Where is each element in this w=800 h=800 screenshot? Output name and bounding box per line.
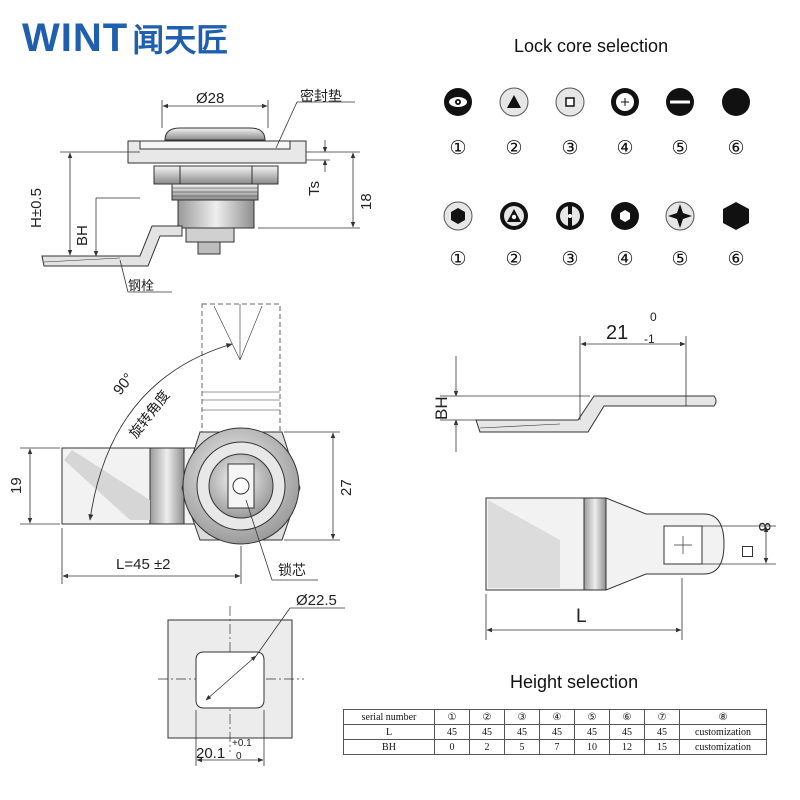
lock-core-hex-socket-icon: [611, 202, 639, 230]
table-cell: 12: [609, 739, 645, 755]
table-header-row: serial number ① ② ③ ④ ⑤ ⑥ ⑦ ⑧: [343, 709, 767, 725]
table-cell: 2: [469, 739, 505, 755]
table-cell: 45: [644, 724, 680, 740]
table-cell: 45: [504, 724, 540, 740]
lock-core-3-icon: [555, 87, 585, 117]
lock-core-number: ⑤: [671, 137, 689, 159]
lock-core-number: ③: [561, 137, 579, 159]
table-cell: 45: [539, 724, 575, 740]
lock-core-number: ④: [616, 137, 634, 159]
lock-core-5-icon: [666, 88, 694, 116]
lock-core-number: ①: [449, 248, 467, 270]
height-27-label: 27: [338, 479, 355, 496]
table-row-label: BH: [343, 739, 435, 755]
lock-core-number: ④: [616, 248, 634, 270]
table-cell: 45: [574, 724, 610, 740]
table-row: L 45 45 45 45 45 45 45 customization: [343, 724, 767, 740]
brand-chinese-name: 闻天匠: [132, 21, 229, 59]
table-cell: 15: [644, 739, 680, 755]
table-header-cell: ⑧: [679, 709, 767, 725]
table-row-label: L: [343, 724, 435, 740]
table-cell: 10: [574, 739, 610, 755]
lock-core-number: ②: [505, 137, 523, 159]
height-selection-table: serial number ① ② ③ ④ ⑤ ⑥ ⑦ ⑧ L 45 45 45…: [343, 709, 767, 755]
gasket-label: 密封垫: [300, 89, 342, 105]
lock-core-icons: [443, 87, 750, 231]
cutout-tolerance-lower: 0: [236, 751, 242, 762]
square-symbol-icon: [742, 546, 753, 557]
lock-core-number: ⑤: [671, 248, 689, 270]
cam-length-l-label: L: [576, 606, 587, 627]
lock-core-number: ⑥: [727, 248, 745, 270]
length-21-tolerance-lower: -1: [644, 332, 655, 346]
brand-name: WINT: [22, 15, 129, 60]
lock-core-number: ⑥: [727, 137, 745, 159]
table-header-cell: ③: [504, 709, 540, 725]
lock-core-number: ③: [561, 248, 579, 270]
table-header-cell: ④: [539, 709, 575, 725]
square-8-label: 8: [755, 522, 774, 532]
length-21-tolerance-upper: 0: [650, 310, 657, 324]
table-cell: customization: [679, 739, 767, 755]
lock-core-triangle-pin-icon: [500, 202, 528, 230]
length-l-45-label: L=45 ±2: [116, 556, 171, 573]
lock-core-2-icon: [499, 87, 529, 117]
lock-core-hex-icon: [443, 201, 473, 231]
width-19-label: 19: [8, 477, 25, 494]
lock-core-label: 锁芯: [278, 563, 306, 579]
height-selection-title: Height selection: [510, 672, 639, 692]
ts-label: Ts: [306, 181, 323, 196]
table-header-cell: ①: [434, 709, 470, 725]
table-cell: 7: [539, 739, 575, 755]
lock-core-title: Lock core selection: [514, 36, 669, 56]
table-cell: 5: [504, 739, 540, 755]
lock-core-4-icon: [611, 88, 639, 116]
table-cell: 45: [434, 724, 470, 740]
table-header-cell: ⑤: [574, 709, 610, 725]
cam-bh-label: BH: [432, 396, 451, 420]
steel-bolt-label: 钢栓: [128, 279, 155, 294]
panel-cutout-drawing: [158, 606, 345, 766]
cutout-width-label: 20.1: [196, 745, 226, 762]
lock-core-slot-pin-icon: [556, 202, 584, 230]
diameter-22-5-label: Ø22.5: [296, 592, 337, 609]
h-tolerance-label: H±0.5: [28, 188, 45, 228]
table-cell: customization: [679, 724, 767, 740]
bh-label: BH: [74, 225, 91, 246]
table-header-cell: serial number: [343, 709, 435, 725]
table-row: BH 0 2 5 7 10 12 15 customization: [343, 739, 767, 755]
length-21-label: 21: [606, 322, 629, 344]
front-view-drawing: [20, 303, 340, 584]
lock-core-number: ①: [449, 137, 467, 159]
table-header-cell: ②: [469, 709, 505, 725]
cam-side-drawing: [440, 336, 717, 452]
lock-core-large-hex-icon: [723, 202, 749, 230]
lock-core-1-icon: [444, 88, 472, 116]
table-cell: 45: [469, 724, 505, 740]
table-cell: 0: [434, 739, 470, 755]
side-view-drawing: [41, 100, 360, 293]
table-header-cell: ⑦: [644, 709, 680, 725]
cam-top-drawing: [485, 497, 776, 640]
brand-logo: WINT 闻天匠: [22, 16, 228, 60]
diameter-28-label: Ø28: [196, 90, 225, 107]
height-18-label: 18: [358, 193, 375, 210]
table-header-cell: ⑥: [609, 709, 645, 725]
lock-core-cross-icon: [665, 201, 695, 231]
lock-core-6-icon: [722, 88, 750, 116]
cutout-tolerance-upper: +0.1: [232, 738, 252, 749]
table-cell: 45: [609, 724, 645, 740]
lock-core-number: ②: [505, 248, 523, 270]
